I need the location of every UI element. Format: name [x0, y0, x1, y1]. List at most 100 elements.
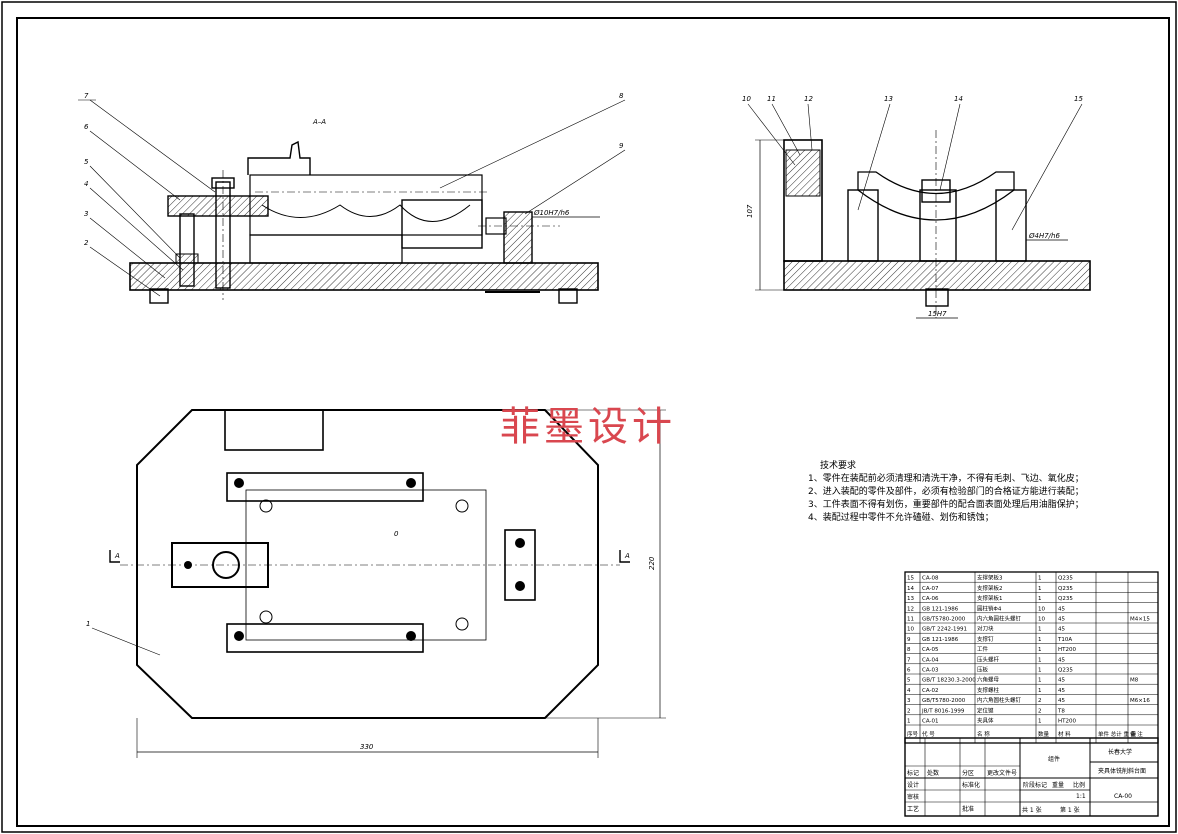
callout-14: 14	[954, 95, 963, 103]
callout-3: 3	[84, 210, 88, 218]
setting-block-head	[785, 149, 821, 197]
bom-cell: JB/T 8016-1999	[921, 708, 965, 714]
bom-cell: T8	[1057, 708, 1065, 714]
bom-cell: 1	[1038, 647, 1042, 653]
bom-cell: 14	[907, 586, 914, 592]
bom-cell: Q235	[1058, 576, 1073, 582]
bom-cell: 12	[907, 606, 914, 612]
bom-cell: 工件	[977, 645, 989, 653]
bom-cell: 2	[907, 708, 911, 714]
bom-cell: 压头螺杆	[977, 655, 1000, 663]
hole-c	[234, 631, 244, 641]
bom-cell: 六角螺母	[977, 676, 1000, 684]
bom-cell: 2	[1038, 708, 1042, 714]
tech-item-1: 1、零件在装配前必须清理和清洗干净，不得有毛刺、飞边、氧化皮；	[808, 472, 1084, 484]
leader-5	[89, 165, 181, 259]
callout-12: 12	[804, 95, 813, 103]
bom-cell: 9	[907, 637, 911, 643]
bom-cell: 3	[907, 698, 911, 704]
leader-12	[807, 103, 813, 151]
watermark: 菲墨设计	[500, 404, 676, 450]
leader-2	[89, 246, 161, 297]
bom-cell: T10A	[1057, 637, 1072, 643]
tb-approve: 批准	[962, 805, 974, 813]
bom-cell: 13	[907, 596, 914, 602]
view-marker-left	[109, 550, 120, 563]
bom-cell: HT200	[1058, 647, 1076, 653]
tb-review: 审核	[907, 793, 919, 801]
tb-drawing-name: 夹具体铣削斜台面	[1098, 767, 1146, 775]
bom-cell: 内六角圆柱头螺钉	[977, 696, 1022, 704]
leader-1	[91, 627, 161, 656]
hole-h	[455, 617, 469, 631]
title-block-frame	[904, 737, 1159, 817]
bom-cell: 45	[1058, 617, 1065, 623]
leader-11	[771, 103, 801, 156]
tb-zone: 分区	[962, 769, 974, 777]
leader-15	[1011, 103, 1083, 231]
workpiece-arc	[857, 171, 1015, 221]
base-plate-section	[129, 262, 599, 291]
callout-13: 13	[884, 95, 893, 103]
bom-cell: 1	[1038, 678, 1042, 684]
width-dim: 330	[360, 743, 374, 751]
bom-cell: 45	[1058, 688, 1065, 694]
bom-header-cell: 数量	[1038, 730, 1050, 738]
leader-3	[89, 217, 166, 279]
leader-13	[857, 103, 891, 211]
fit-dim-right: Ø4H7/h6	[1028, 232, 1060, 240]
callout-2: 2	[84, 239, 89, 247]
tb-designer: 设计	[907, 781, 919, 789]
bom-cell: 支撑钉	[977, 635, 994, 643]
bom-cell: GB/T 2242-1991	[922, 627, 967, 633]
bom-cell: CA-07	[922, 586, 939, 592]
workpiece-curves	[261, 204, 471, 222]
hole-a	[234, 478, 244, 488]
tb-sheet-no: 第 1 张	[1060, 806, 1080, 814]
bom-cell: 45	[1058, 627, 1065, 633]
bom-cell: GB/T5780-2000	[922, 617, 966, 623]
bom-cell: M4×15	[1130, 617, 1150, 623]
support-plate-1	[847, 189, 879, 262]
view-marker-left-label: A	[114, 552, 120, 560]
hole-f	[455, 499, 469, 513]
bom-cell: 45	[1058, 678, 1065, 684]
tech-requirements: 技术要求 1、零件在装配前必须清理和清洗干净，不得有毛刺、飞边、氧化皮； 2、进…	[808, 459, 1084, 523]
bom-header-cell: 序号	[907, 730, 919, 738]
bom-cell: 支撑架板3	[977, 574, 1003, 582]
side-view: 107 15H7 Ø4H7/h6 10 11 12 13 14 15	[742, 95, 1091, 319]
bom-cell: 10	[907, 627, 914, 633]
bom-cell: 支撑架板1	[977, 594, 1003, 602]
bom-cell: HT200	[1058, 719, 1076, 725]
bom-cell: 1	[907, 719, 911, 725]
bom-cell: 夹具体	[977, 717, 994, 725]
bom-cell: 6	[907, 668, 911, 674]
bom-cell: 1	[1038, 688, 1042, 694]
leader-9	[524, 149, 626, 215]
bom-cell: GB 121-1986	[922, 606, 959, 612]
bom-cell: 1	[1038, 719, 1042, 725]
bom-cell: 45	[1058, 698, 1065, 704]
bom-header-cell: 备 注	[1130, 730, 1143, 738]
bom-cell: 2	[1038, 698, 1042, 704]
bom-cell: 1	[1038, 657, 1042, 663]
setting-block	[783, 139, 823, 262]
tb-mark: 标记	[907, 769, 919, 777]
key-dim: 15H7	[928, 310, 947, 318]
leader-14	[939, 103, 961, 191]
bom-cell: 45	[1058, 606, 1065, 612]
view-marker-right	[619, 550, 630, 563]
callout-1: 1	[86, 620, 90, 628]
tb-assembly: 组件	[1048, 755, 1060, 763]
bom-cell: CA-08	[922, 576, 939, 582]
bom-cell: GB/T 18230.3-2000	[922, 678, 976, 684]
bom-cell: 7	[907, 657, 911, 663]
bom-cell: M6×16	[1130, 698, 1150, 704]
leader-7	[89, 99, 216, 193]
bom-header-cell: 材 料	[1058, 730, 1071, 738]
leader-6	[89, 130, 181, 201]
bom-cell: CA-03	[922, 668, 939, 674]
callout-8: 8	[619, 92, 624, 100]
